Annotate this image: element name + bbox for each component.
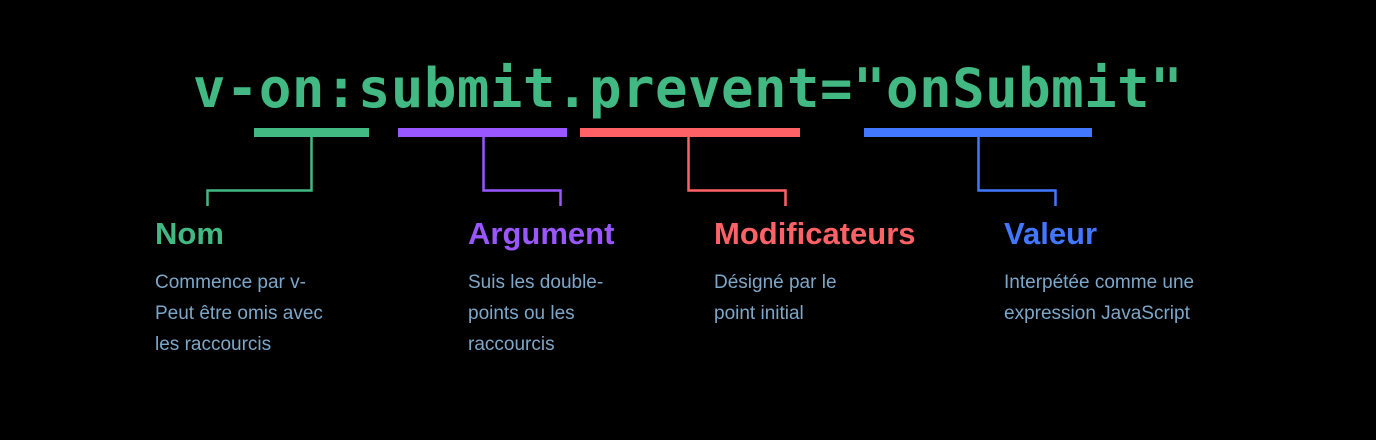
part-description-modifiers: Désigné par le point initial [714, 272, 837, 324]
part-description-name: Commence par v- Peut être omis avec les … [155, 272, 323, 355]
part-column-argument: Argument Suis les double- points ou les … [468, 214, 676, 360]
part-title-name: Nom [155, 216, 224, 251]
underline-argument [398, 128, 567, 137]
elbow-modifiers [687, 137, 787, 206]
underline-modifiers [580, 128, 800, 137]
connector-value [864, 128, 1092, 206]
part-description-value: Interpétée comme une expression JavaScri… [1004, 272, 1195, 324]
connector-argument [398, 128, 567, 206]
part-title-value: Valeur [1004, 216, 1098, 251]
elbow-argument [482, 137, 562, 206]
directive-code-expression: v-on:submit.prevent="onSubmit" [192, 57, 1184, 120]
underline-name [254, 128, 369, 137]
part-labels: Nom Commence par v- Peut être omis avec … [0, 214, 1376, 414]
part-column-value: Valeur Interpétée comme une expression J… [1004, 214, 1304, 329]
part-column-name: Nom Commence par v- Peut être omis avec … [155, 214, 405, 360]
connector-modifiers [580, 128, 800, 206]
part-title-modifiers: Modificateurs [714, 216, 916, 251]
elbow-name [206, 137, 313, 206]
connector-name [206, 128, 369, 206]
underline-value [864, 128, 1092, 137]
part-description-argument: Suis les double- points ou les raccourci… [468, 272, 604, 355]
part-title-argument: Argument [468, 216, 615, 251]
part-column-modifiers: Modificateurs Désigné par le point initi… [714, 214, 964, 329]
elbow-value [977, 137, 1057, 206]
